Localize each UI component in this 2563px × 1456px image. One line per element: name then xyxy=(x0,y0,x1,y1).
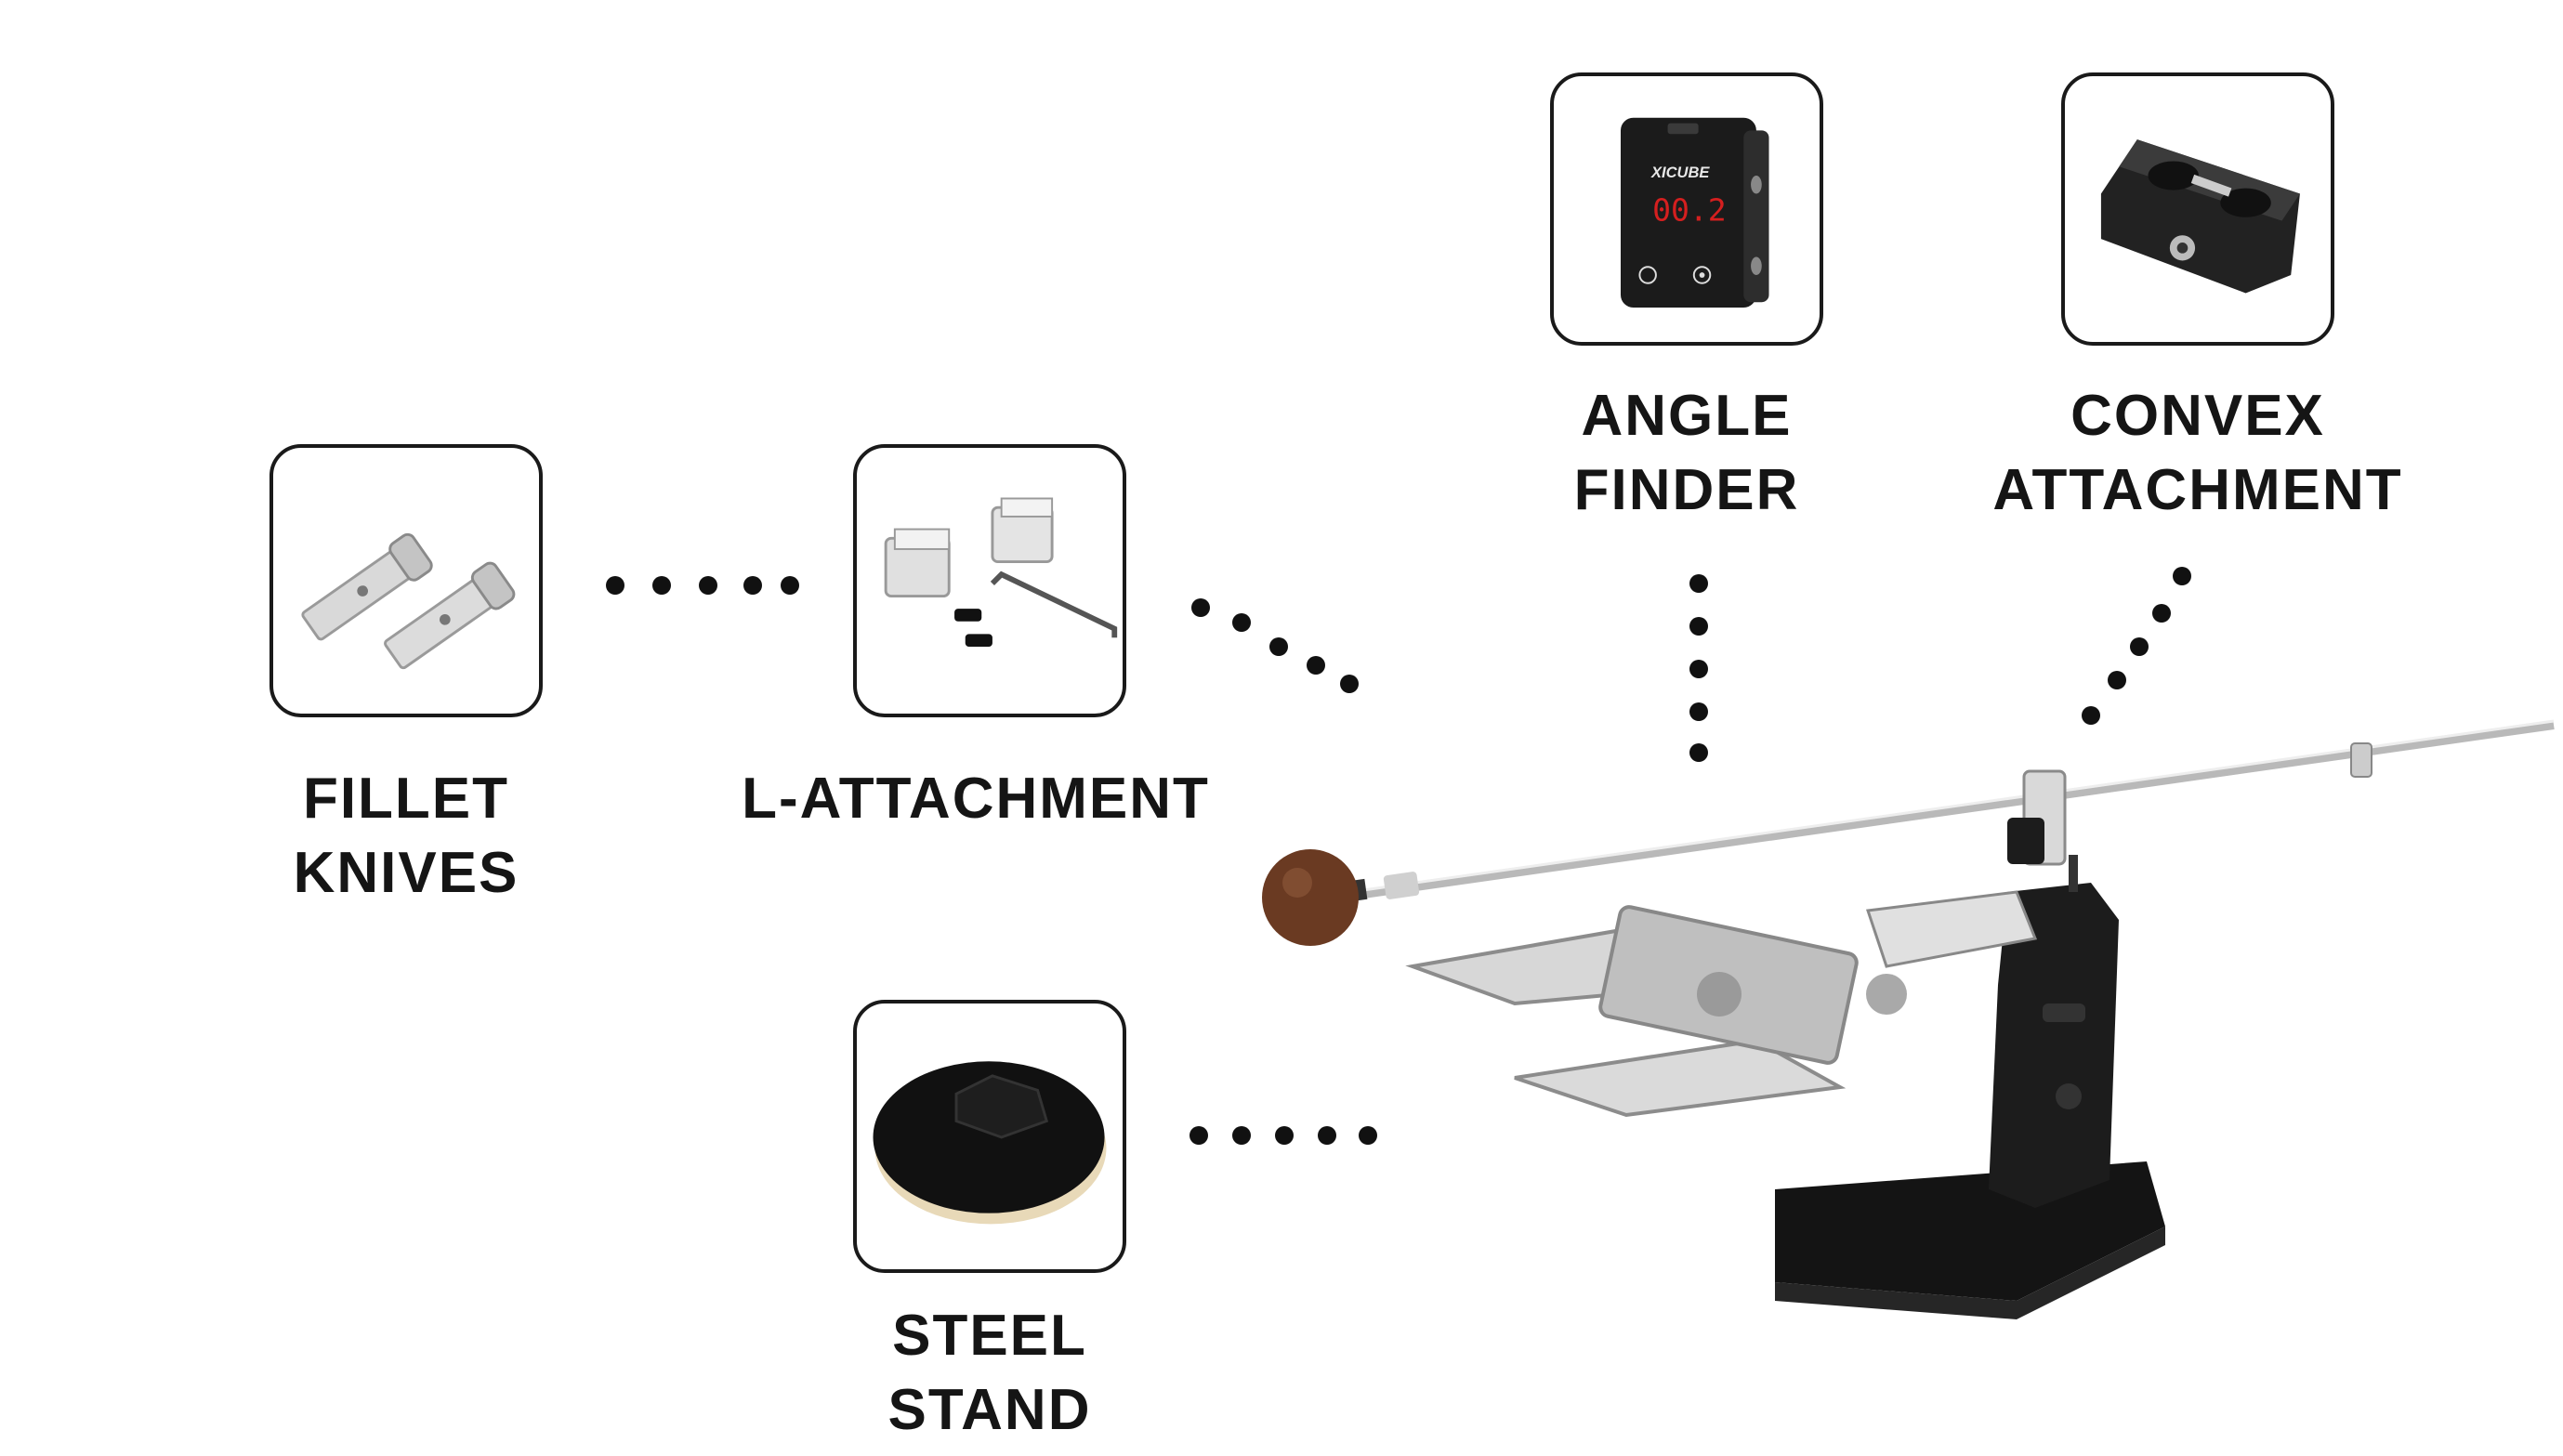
connector-dot xyxy=(606,576,624,595)
connector-dot xyxy=(781,576,799,595)
connector-dot xyxy=(1340,675,1359,693)
l-attachment-label: L-ATTACHMENT xyxy=(742,767,1210,831)
connector-dot xyxy=(1232,1126,1251,1145)
connector-dot xyxy=(652,576,671,595)
connector-dot xyxy=(1689,702,1708,721)
connector-dot xyxy=(699,576,717,595)
connector-dot xyxy=(1232,613,1251,632)
connector-dot xyxy=(1269,637,1288,656)
angle-finder-brand: XICUBE xyxy=(1650,164,1710,181)
connector-dot xyxy=(1689,743,1708,762)
steel-stand-card xyxy=(853,1000,1126,1273)
fillet-knives-image xyxy=(301,532,516,670)
connector-dot xyxy=(2108,671,2126,689)
connector-dot xyxy=(1191,598,1210,617)
connector-dot xyxy=(1307,656,1325,675)
connector-dot xyxy=(1689,660,1708,678)
connector-dot xyxy=(1689,574,1708,593)
convex-attachment-card xyxy=(2061,72,2334,346)
connector-dot xyxy=(2152,604,2171,623)
fillet-knives-card xyxy=(269,444,543,717)
angle-finder-reading: 00.2 xyxy=(1652,192,1727,229)
connector-dot xyxy=(1689,617,1708,636)
connector-dot xyxy=(2173,567,2191,585)
angle-finder-image: XICUBE 00.2 xyxy=(1620,117,1769,308)
connector-dot xyxy=(2082,706,2100,725)
knife-sharpener-image xyxy=(1236,706,2563,1375)
connector-dot xyxy=(1318,1126,1336,1145)
l-attachment-image xyxy=(884,497,1118,648)
angle-finder-card: XICUBE 00.2 xyxy=(1550,72,1823,346)
steel-stand-image xyxy=(873,1061,1107,1225)
connector-dot xyxy=(2130,637,2149,656)
connector-dot xyxy=(743,576,762,595)
connector-dot xyxy=(1189,1126,1208,1145)
connector-dot xyxy=(1275,1126,1294,1145)
convex-attachment-image xyxy=(2100,139,2300,294)
l-attachment-card xyxy=(853,444,1126,717)
connector-dot xyxy=(1359,1126,1377,1145)
